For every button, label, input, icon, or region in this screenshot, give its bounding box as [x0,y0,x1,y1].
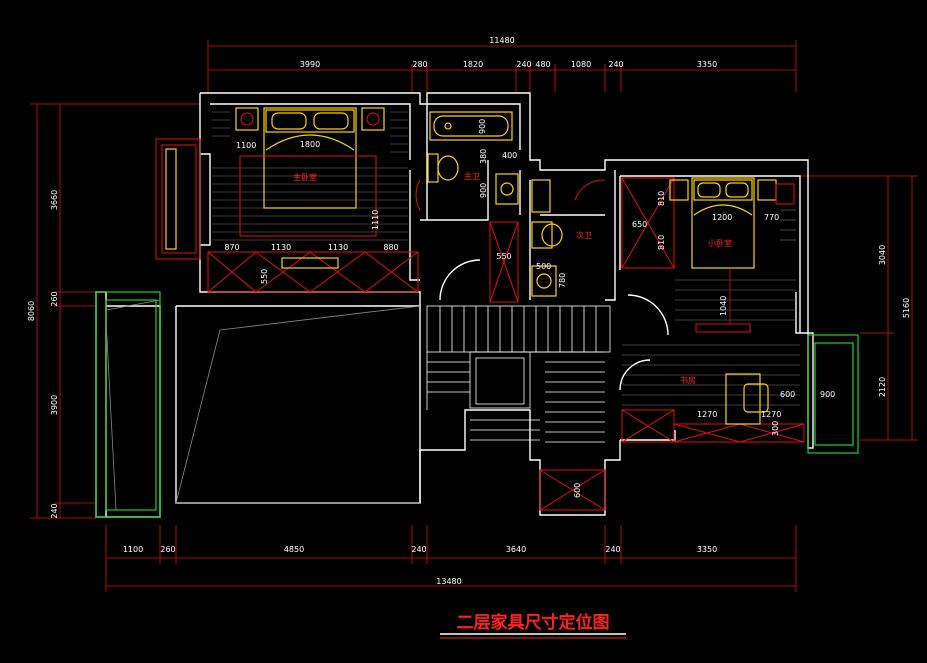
dim-top-5: 480 [535,60,550,69]
stair-storage: 600 [539,469,606,511]
dim-small-810a: 810 [657,191,666,206]
dim-right-total: 5160 [902,298,911,318]
dim-bath-380: 380 [479,149,488,164]
label-guest-bath: 次卫 [576,230,592,240]
dim-left-2: 260 [50,291,59,306]
dim-wardrobe-1130a: 1130 [271,243,291,252]
dim-top-8: 3350 [697,60,717,69]
dim-wardrobe-870: 870 [224,243,239,252]
dim-right-1: 3040 [878,245,887,265]
dim-small-770: 770 [764,213,779,222]
dim-study-1270b: 1270 [761,410,781,419]
dim-bath-400: 400 [502,151,517,160]
bottom-dimension-chain: 1100 260 4850 240 3640 240 3350 13480 [105,525,797,592]
dim-bath-900: 900 [479,183,488,198]
label-study: 书房 [680,375,696,385]
dim-small-810b: 810 [657,235,666,250]
dim-study-300: 300 [771,421,780,436]
study-room: 书房 600 900 1270 1270 300 [619,344,835,443]
dim-guest-780: 780 [558,273,567,288]
dim-top-6: 1080 [571,60,591,69]
left-dimension-chain: 3660 260 3900 240 8060 [27,103,200,519]
dim-small-bed-1200: 1200 [712,213,732,222]
dim-bottom-4: 240 [411,545,426,554]
dim-left-3: 3900 [50,395,59,415]
master-wardrobes: 870 1130 1130 880 550 [207,243,419,293]
dim-top-1: 3990 [300,60,320,69]
dim-wardrobe-550: 550 [260,269,269,284]
dim-right-2: 2120 [878,377,887,397]
dim-top-2: 280 [412,60,427,69]
corridor-shaft: 550 [439,221,519,303]
dim-bottom-7: 3350 [697,545,717,554]
label-master-bath: 主卫 [464,171,480,181]
dim-top-7: 240 [608,60,623,69]
dim-master-1100: 1100 [236,141,256,150]
balconies [95,291,859,518]
dim-small-1040: 1040 [719,296,728,316]
master-bath-fixtures: 900 380 400 900 主卫 [415,111,519,211]
small-bedroom: 810 810 650 1200 770 小卧室 1040 [621,177,796,336]
dim-study-900: 900 [820,390,835,399]
dim-small-650: 650 [632,220,647,229]
dim-bottom-5: 3640 [506,545,526,554]
dim-left-4: 240 [50,503,59,518]
dim-bottom-3: 4850 [284,545,304,554]
dim-study-1270a: 1270 [697,410,717,419]
void-lines [105,299,421,511]
dim-top-3: 1820 [463,60,483,69]
staircase [426,305,611,443]
label-master-bedroom: 主卧室 [293,172,317,182]
label-small-bedroom: 小卧室 [708,238,732,248]
dim-left-total: 8060 [27,301,36,321]
dim-overall-bottom: 13480 [436,577,461,586]
dim-corridor-550: 550 [496,252,511,261]
dim-wardrobe-880: 880 [383,243,398,252]
dim-bottom-6: 240 [605,545,620,554]
dim-master-1110: 1110 [371,210,380,230]
dim-bottom-2: 260 [160,545,175,554]
bay-window [155,138,201,260]
dim-overall-top: 11480 [489,36,514,45]
dim-study-600: 600 [780,390,795,399]
dim-stair-600: 600 [573,483,582,498]
dim-bath-tub-900: 900 [478,119,487,134]
dim-wardrobe-1130b: 1130 [328,243,348,252]
dim-master-bed-1800: 1800 [300,140,320,149]
guest-bath-fixtures: 次卫 500 780 [531,179,606,297]
right-dimension-chain: 3040 2120 5160 [800,175,918,441]
dim-bottom-1: 1100 [123,545,143,554]
dim-top-4: 240 [516,60,531,69]
master-bed: 1100 1800 主卧室 1110 [235,107,385,237]
drawing-title: 二层家具尺寸定位图 [457,612,610,633]
exterior-walls [95,92,814,518]
dim-left-1: 3660 [50,190,59,210]
top-dimension-chain: 11480 3990 280 1820 240 480 1080 240 335… [207,36,797,92]
dim-guest-500: 500 [536,262,551,271]
